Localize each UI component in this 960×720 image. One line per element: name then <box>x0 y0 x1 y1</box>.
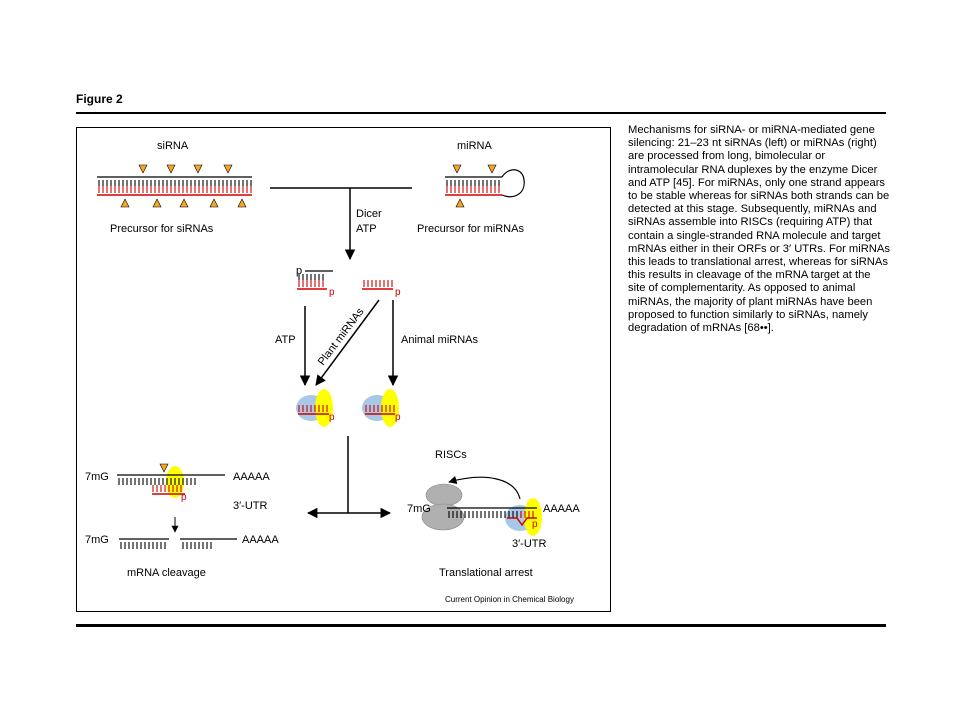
cleavage-site-triangle <box>152 198 162 208</box>
atp-label: ATP <box>356 223 377 235</box>
svg-text:p: p <box>395 287 401 298</box>
sirna-duplex-ticks <box>98 180 252 193</box>
plant-mirnas-label: Plant miRNAs <box>316 306 367 368</box>
mirna-duplex-ticks <box>446 180 500 193</box>
dicer-label: Dicer <box>356 208 382 220</box>
figure-caption: Mechanisms for siRNA- or miRNA-mediated … <box>628 124 890 335</box>
risc-complex-right: p <box>362 389 401 427</box>
bottom-rule <box>76 624 886 627</box>
mechanism-diagram: siRNA Precursor for siRNAs miRNA Precurs… <box>85 140 580 604</box>
mrna-cleavage-label: mRNA cleavage <box>127 567 206 579</box>
target-mrna-cleavage: p <box>117 463 225 503</box>
translational-arrest-label: Translational arrest <box>439 567 533 579</box>
risc-complex-left: p <box>296 389 335 427</box>
polya-label-cleavage: AAAAA <box>233 471 270 483</box>
cap-label-cleaved: 7mG <box>85 534 109 546</box>
risc-recycle-arrow <box>448 475 521 500</box>
precursor-mirna-label: Precursor for miRNAs <box>417 223 524 235</box>
cleavage-site-triangle <box>120 198 130 208</box>
cleavage-site-triangle <box>166 164 176 174</box>
atp-left-label: ATP <box>275 334 296 346</box>
mirna-label: miRNA <box>457 140 492 152</box>
svg-text:p: p <box>395 412 401 423</box>
cleavage-site-triangle <box>223 164 233 174</box>
svg-text:p: p <box>329 287 335 298</box>
cleavage-site-triangle <box>138 164 148 174</box>
svg-text:p: p <box>181 492 187 503</box>
cleavage-site-triangle <box>455 198 465 208</box>
figure-title: Figure 2 <box>76 92 123 106</box>
plant-mirnas-arrow <box>315 299 380 386</box>
cleavage-site-triangle <box>452 164 462 174</box>
animal-mirnas-label: Animal miRNAs <box>401 334 479 346</box>
sirna-duplex-small: p p <box>296 265 335 298</box>
svg-text:p: p <box>296 265 302 277</box>
sirna-precursor <box>97 164 252 208</box>
mirna-precursor <box>445 164 525 208</box>
ribosome <box>421 483 465 531</box>
mirna-single-strand: p <box>362 280 401 298</box>
target-mrna-arrest: p <box>447 498 542 536</box>
hairpin-loop <box>501 169 525 198</box>
top-rule <box>76 112 886 114</box>
utr-label-arrest: 3′-UTR <box>512 538 547 550</box>
dicer-cleavage-triangles <box>120 164 247 208</box>
cap-label-arrest: 7mG <box>407 503 431 515</box>
utr-label-cleavage: 3′-UTR <box>233 500 268 512</box>
polya-label-cleaved: AAAAA <box>242 534 279 546</box>
svg-text:p: p <box>532 519 538 530</box>
precursor-sirna-label: Precursor for siRNAs <box>110 223 214 235</box>
polya-label-arrest: AAAAA <box>543 503 580 515</box>
cleavage-site-triangle <box>237 198 247 208</box>
cleavage-site-triangle <box>209 198 219 208</box>
mirna-cleavage-triangles <box>452 164 497 208</box>
svg-text:p: p <box>329 412 335 423</box>
cleavage-site-triangle <box>487 164 497 174</box>
diagram-frame: siRNA Precursor for siRNAs miRNA Precurs… <box>76 127 611 612</box>
sirna-label: siRNA <box>157 140 189 152</box>
credit-label: Current Opinion in Chemical Biology <box>445 595 574 604</box>
cleavage-site-triangle <box>193 164 203 174</box>
riscs-label: RISCs <box>435 449 467 461</box>
cap-label-cleavage: 7mG <box>85 471 109 483</box>
cleaved-mrna-fragments <box>119 538 237 549</box>
cleavage-site-triangle <box>179 198 189 208</box>
